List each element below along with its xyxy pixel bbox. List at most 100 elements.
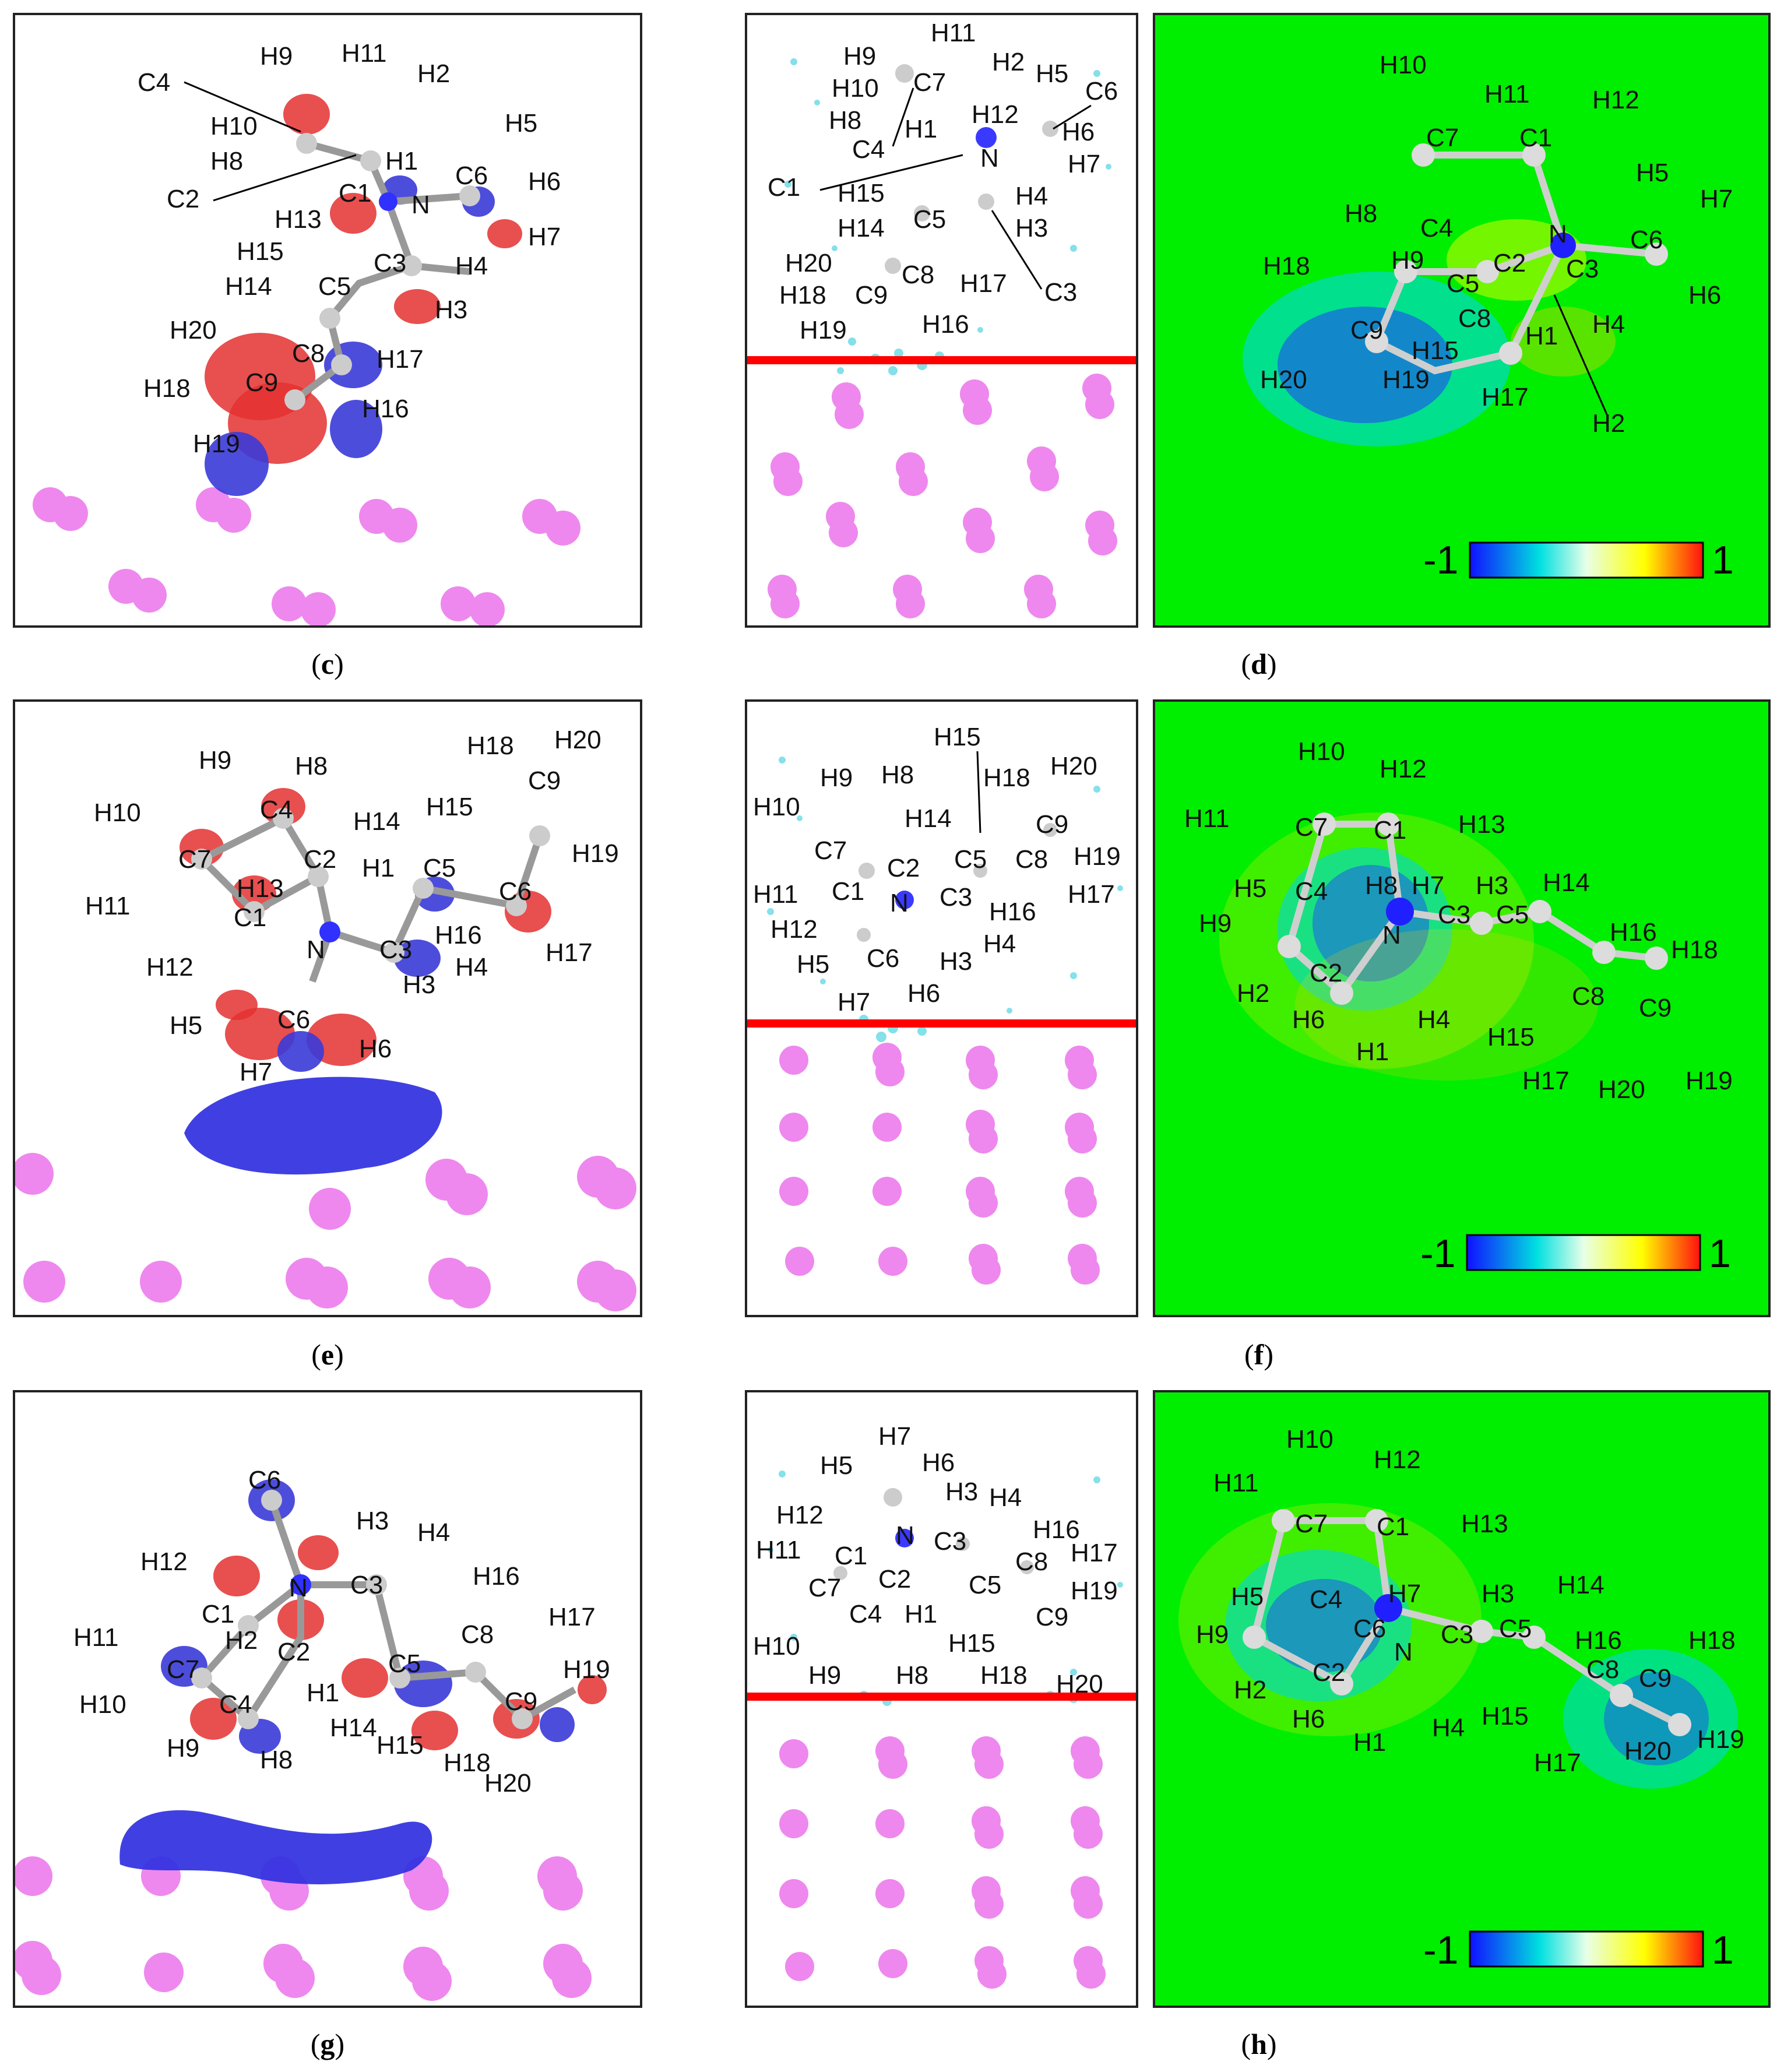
svg-text:C8: C8 — [1015, 845, 1048, 874]
svg-text:H20: H20 — [1624, 1737, 1672, 1765]
svg-text:C1: C1 — [835, 1542, 867, 1570]
molecule-labels: H18 H20 H9 H8 C9 H10 C4 H14 H15 C7 H19 C… — [85, 726, 619, 1086]
svg-text:H15: H15 — [1412, 336, 1459, 365]
svg-text:H19: H19 — [1382, 365, 1430, 394]
svg-text:H10: H10 — [79, 1690, 126, 1719]
svg-text:H6: H6 — [1688, 281, 1721, 309]
svg-text:H11: H11 — [1213, 1469, 1258, 1497]
svg-text:H20: H20 — [1056, 1670, 1103, 1698]
svg-text:H10: H10 — [94, 798, 141, 827]
svg-text:C1: C1 — [832, 877, 864, 906]
svg-text:H9: H9 — [843, 42, 876, 71]
svg-text:H2: H2 — [992, 48, 1025, 76]
svg-text:N: N — [980, 144, 999, 173]
svg-text:H1: H1 — [385, 147, 418, 175]
molecule-atoms — [857, 823, 1057, 942]
svg-text:H14: H14 — [225, 272, 272, 301]
svg-text:H5: H5 — [1036, 59, 1068, 88]
svg-text:H14: H14 — [330, 1714, 377, 1742]
svg-text:H16: H16 — [1610, 918, 1657, 947]
svg-text:C5: C5 — [318, 272, 351, 301]
svg-text:H4: H4 — [1417, 1005, 1450, 1034]
svg-text:C7: C7 — [1295, 1510, 1328, 1538]
svg-text:H3: H3 — [403, 970, 435, 999]
svg-text:H4: H4 — [989, 1483, 1022, 1512]
svg-text:H1: H1 — [1356, 1037, 1389, 1066]
svg-text:H7: H7 — [1068, 150, 1100, 178]
svg-text:C8: C8 — [1586, 1655, 1619, 1684]
svg-text:H8: H8 — [1365, 871, 1398, 900]
svg-text:H7: H7 — [240, 1058, 272, 1086]
svg-text:C8: C8 — [1458, 304, 1491, 333]
svg-text:H5: H5 — [1234, 874, 1266, 903]
svg-text:H11: H11 — [85, 892, 130, 920]
svg-text:H9: H9 — [260, 42, 293, 71]
svg-text:H20: H20 — [1598, 1075, 1645, 1104]
svg-text:H15: H15 — [237, 237, 284, 266]
svg-text:C3: C3 — [1044, 278, 1077, 307]
svg-text:C7: C7 — [1426, 124, 1459, 152]
molecule-atoms — [1365, 143, 1668, 365]
svg-text:H12: H12 — [1374, 1445, 1421, 1474]
svg-text:C1: C1 — [768, 173, 800, 202]
panel-h: H7 H5 H6 H3 H4 H12 H16 N C3 H11 C1 C8 H1… — [745, 1390, 1138, 2008]
svg-text:C3: C3 — [1566, 255, 1599, 283]
svg-text:H3: H3 — [435, 296, 467, 324]
svg-text:H16: H16 — [362, 395, 409, 423]
svg-text:H3: H3 — [1482, 1579, 1514, 1608]
svg-text:H6: H6 — [1292, 1005, 1325, 1034]
svg-text:H1: H1 — [905, 1600, 937, 1628]
svg-text:H10: H10 — [832, 74, 879, 103]
molecule-labels: H15 H9 H8 H18 H20 H10 H14 C9 C7 C2 C5 C8… — [753, 723, 1121, 1016]
svg-text:H4: H4 — [983, 930, 1016, 958]
svg-text:C3: C3 — [1438, 900, 1470, 929]
svg-text:H18: H18 — [980, 1661, 1028, 1690]
svg-text:N: N — [411, 191, 430, 219]
svg-text:H18: H18 — [444, 1749, 491, 1777]
svg-text:H14: H14 — [838, 214, 885, 242]
metal-surface-atoms — [768, 374, 1117, 618]
svg-text:C1: C1 — [1377, 1512, 1409, 1541]
svg-text:H9: H9 — [1196, 1620, 1229, 1649]
svg-text:H12: H12 — [146, 953, 193, 982]
svg-text:N: N — [289, 1574, 308, 1602]
svg-text:H1: H1 — [307, 1679, 339, 1707]
svg-text:H5: H5 — [820, 1451, 853, 1480]
svg-text:H12: H12 — [770, 915, 818, 944]
molecule-labels: H9 H11 H2 C4 H5 H10 H8 H1 C6 H6 C2 C1 N … — [138, 39, 561, 458]
svg-text:H6: H6 — [528, 167, 561, 196]
svg-text:H14: H14 — [353, 807, 400, 836]
panel-d: H11 H9 H2 H5 C6 H10 C7 H8 H12 H6 C4 H1 N… — [745, 13, 1138, 628]
svg-text:H8: H8 — [1345, 199, 1377, 228]
svg-text:C1: C1 — [339, 179, 371, 207]
svg-text:1: 1 — [1712, 538, 1734, 582]
molecule-skeleton — [1372, 152, 1657, 375]
svg-text:H16: H16 — [473, 1562, 520, 1591]
svg-text:-1: -1 — [1420, 1232, 1455, 1276]
caption-h: (h) — [1241, 2028, 1277, 2060]
svg-text:H20: H20 — [1050, 752, 1097, 780]
svg-text:H19: H19 — [1686, 1067, 1733, 1095]
colorbar: -1 1 — [1423, 1928, 1734, 1972]
svg-text:H9: H9 — [199, 746, 231, 775]
svg-text:N: N — [307, 935, 325, 964]
panel-e-image: H18 H20 H9 H8 C9 H10 C4 H14 H15 C7 H19 C… — [15, 726, 636, 1311]
svg-text:C5: C5 — [1499, 1614, 1532, 1643]
svg-text:C8: C8 — [1572, 982, 1604, 1011]
svg-text:H6: H6 — [359, 1035, 392, 1063]
molecule-labels: C6 H3 H4 H12 N C3 H16 C1 H17 H11 H2 C2 C… — [73, 1466, 610, 1797]
svg-text:H8: H8 — [829, 106, 861, 135]
svg-text:H5: H5 — [1636, 159, 1669, 187]
molecule-atoms — [833, 1488, 1034, 1580]
svg-text:H18: H18 — [779, 281, 826, 309]
svg-text:C2: C2 — [304, 845, 336, 874]
svg-text:H17: H17 — [960, 269, 1007, 298]
svg-text:H4: H4 — [1592, 310, 1625, 339]
svg-text:H18: H18 — [467, 731, 514, 760]
svg-text:C1: C1 — [1374, 816, 1406, 845]
svg-text:N: N — [1394, 1638, 1413, 1666]
svg-text:-1: -1 — [1423, 1928, 1458, 1972]
svg-text:H18: H18 — [143, 374, 191, 403]
svg-text:H20: H20 — [785, 249, 832, 277]
svg-text:1: 1 — [1712, 1928, 1734, 1972]
